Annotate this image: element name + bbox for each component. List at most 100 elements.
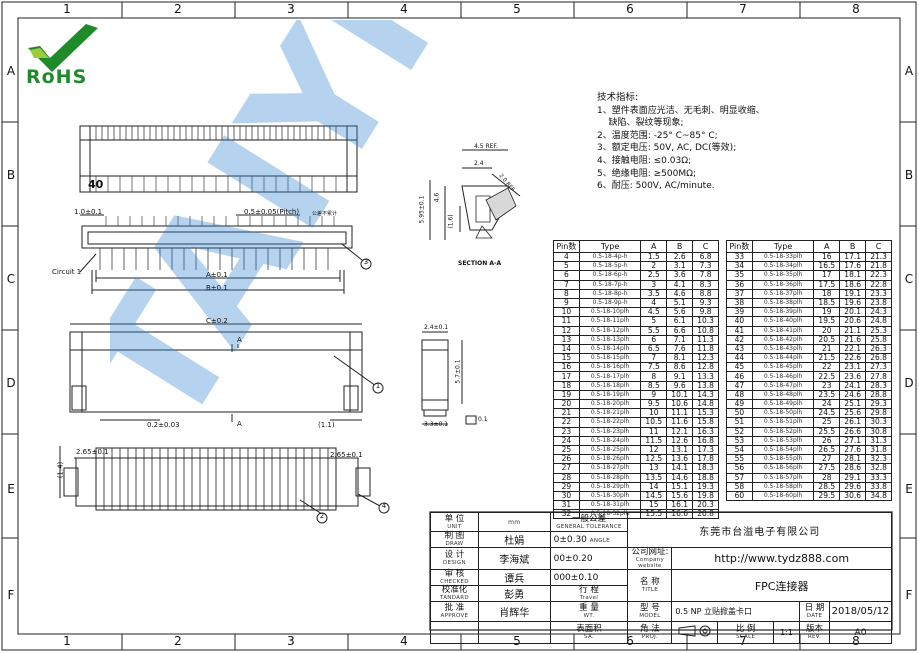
tolerance-3: 000±0.10 [549,569,629,586]
type-cell: 0.5-18-44plh [751,353,815,364]
c-cell: 13.8 [692,380,719,391]
b-cell: 15.1 [666,481,694,492]
pin-count-cell: 28 [553,472,580,483]
a-cell: 5 [640,316,668,327]
b-cell: 18.1 [839,270,867,281]
unit-sub: UNIT [447,523,462,530]
a-cell: 23 [813,380,841,391]
b-cell: 9.6 [666,380,694,391]
rohs-check-icon [28,24,98,72]
dim-4-5-ref: 4.5 REF. [474,143,498,150]
design-name: 李海斌 [477,547,551,570]
model-sub: MODEL [639,613,661,619]
website-label: 公司网址: [631,547,669,557]
type-cell: 0.5-18-39plh [751,307,815,318]
row-letter-left: D [6,376,16,390]
dim-pitch-main: 0.5±0.05(Pitch) [244,208,300,216]
b-cell: 21.1 [839,325,867,336]
draw-sub: DRAW [445,541,464,547]
type-cell: 0.5-18-40plh [751,316,815,327]
a-cell: 29.5 [813,490,841,502]
row-letter-left: A [6,64,16,78]
pin-count-cell: 12 [553,325,580,336]
b-cell: 20.6 [839,316,867,327]
date-value: 2018/05/12 [828,601,893,622]
c-cell: 11.3 [692,334,719,345]
pin-count-cell: 58 [726,481,753,492]
col-number-top: 4 [400,2,408,16]
b-cell: 26.6 [839,426,867,437]
dim-a: A±0.1 [206,271,228,279]
tolerance-label: 一般公差 [572,513,607,524]
pin-count-cell: 23 [553,426,580,437]
b-cell: 26.1 [839,417,867,428]
a-cell: 8 [640,371,668,382]
pin-table-header: Pin数 [726,240,753,253]
type-cell: 0.5-18-48plh [751,389,815,401]
dim-b: B±0.1 [206,284,228,292]
type-cell: 0.5-18-25plh [578,444,642,456]
tech-spec-item: 2、温度范围: -25° C~85° C; [597,130,718,141]
type-cell: 0.5-18-57plh [751,472,815,483]
c-cell: 27.3 [865,362,892,373]
dim-c: C±0.2 [206,317,228,325]
balloon-1: 1 [375,382,381,390]
pin-table-header: C [865,240,892,253]
revision-label: 版本 [806,624,824,634]
dim-5-7: 5.7±0.1 [454,359,462,384]
type-cell: 0.5-18-23plh [578,426,642,437]
unit-value: mm [477,512,551,532]
dim-3-3: 3.3±0.1 [424,421,449,428]
pin-count-cell: 46 [726,371,753,382]
view-side [421,331,477,425]
pin-count-cell: 51 [726,417,753,428]
company-website[interactable]: http://www.tydz888.com [671,547,892,570]
row-letter-left: C [6,272,16,286]
pin-table-header: C [692,240,719,253]
pin-count-cell: 29 [553,481,580,492]
a-cell: 17 [813,270,841,281]
type-cell: 0.5-18-51plh [751,417,815,428]
a-cell: 11 [640,426,668,437]
col-number-top: 5 [513,2,521,16]
row-letter-right: F [905,588,913,602]
travel-sub: Travel [579,595,599,601]
b-cell: 8.6 [666,362,694,373]
pin-count-cell: 6 [553,270,580,281]
type-cell: 0.5-18-54plh [751,444,815,456]
a-cell: 7.5 [640,362,668,373]
type-cell: 0.5-18-13plh [578,334,642,345]
dim-2-4-side: 2.4±0.1 [424,324,449,331]
a-cell: 27.5 [813,463,841,474]
type-cell: 0.5-18-38plh [751,297,815,309]
c-cell: 10.8 [692,325,719,336]
pin-table-header: Type [578,240,642,253]
c-cell: 33.3 [865,472,892,483]
type-cell: 0.5-18-37plh [751,288,815,299]
row-letter-left: E [7,482,15,496]
section-title: SECTION A-A [458,260,502,267]
dim-pitch-lead: 1.0±0.1 [74,208,103,216]
type-cell: 0.5-18-18plh [578,380,642,391]
type-cell: 0.5-18-11plh [578,316,642,327]
a-cell: 6 [640,334,668,345]
row-letter-right: A [904,64,914,78]
